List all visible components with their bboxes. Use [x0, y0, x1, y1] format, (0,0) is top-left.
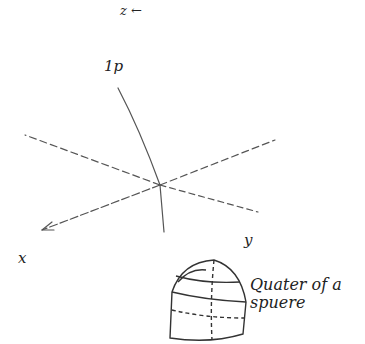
- axis-line: [42, 185, 160, 230]
- quarter-sphere: [170, 260, 246, 340]
- radius-line: [118, 88, 160, 185]
- axis-line: [160, 185, 258, 212]
- axis-line: [160, 140, 275, 185]
- axis-line: [25, 135, 160, 185]
- axis-line: [160, 185, 164, 232]
- axis-label: z ←: [120, 4, 142, 18]
- axis-label: x: [18, 250, 26, 267]
- note-text: Quater of a spuere: [250, 276, 350, 311]
- arrow-head: [42, 222, 54, 230]
- axis-label: y: [244, 232, 252, 249]
- radius-label: 1p: [104, 58, 123, 75]
